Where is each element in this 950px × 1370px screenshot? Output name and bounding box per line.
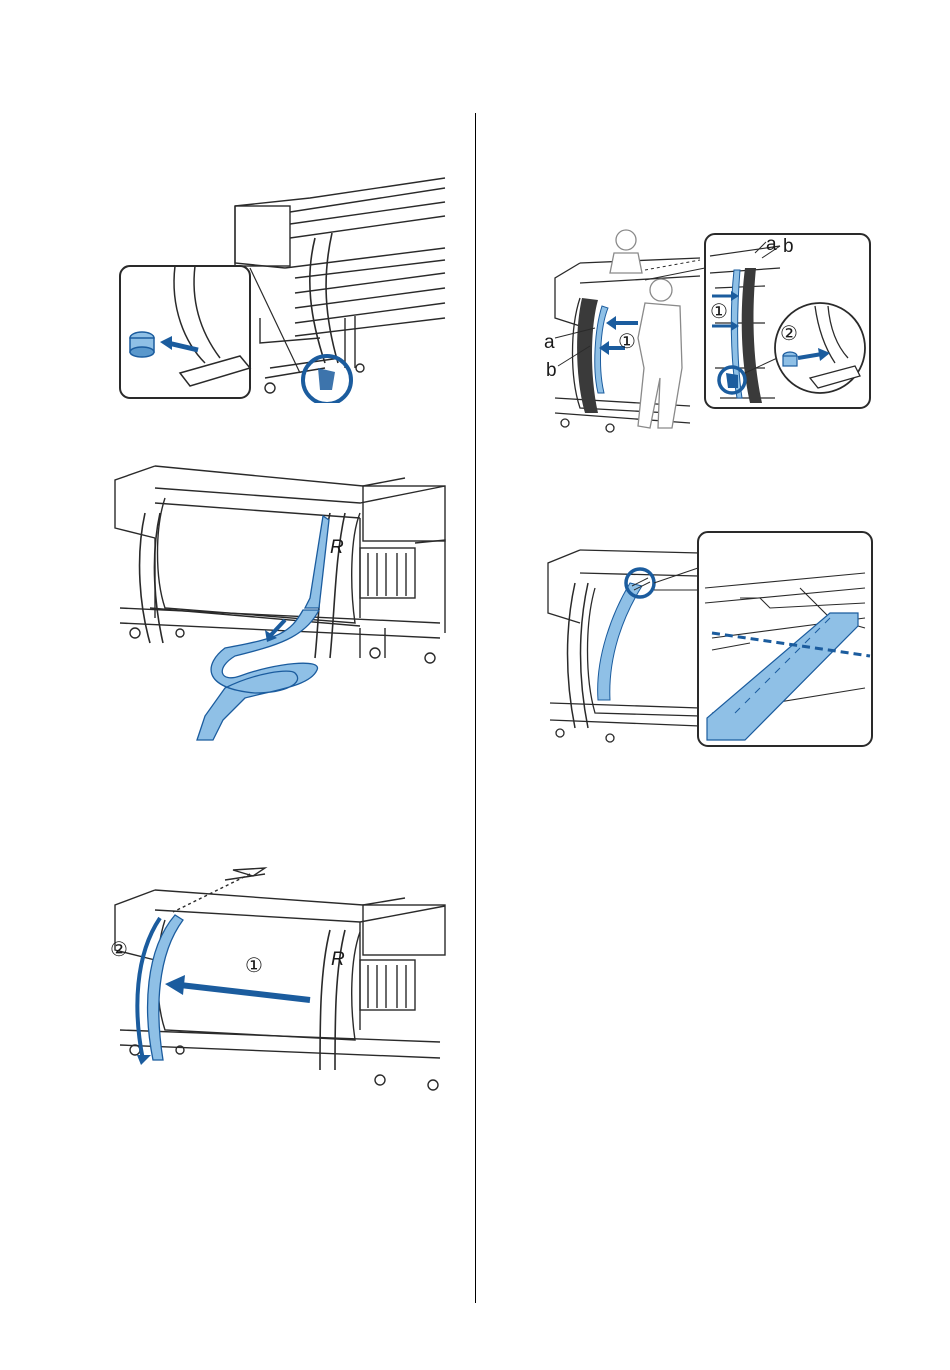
- step-1-marker: ①: [618, 329, 636, 353]
- step-2-inset-marker: ②: [780, 321, 798, 345]
- arrow-down-icon: [137, 1055, 151, 1065]
- step-1-inset-marker: ①: [710, 299, 728, 323]
- side-letter-label: R: [330, 537, 344, 558]
- inset-label-a: a: [766, 234, 777, 255]
- column-divider: [475, 113, 476, 1303]
- inset-label-b: b: [783, 236, 794, 257]
- side-letter-label: R: [331, 949, 345, 970]
- figure-strap-person-callout: ① a b ① a b ②: [540, 228, 875, 440]
- figure-strap-alignment: [540, 528, 875, 750]
- stopper-cup-icon: [130, 332, 154, 357]
- label-b: b: [546, 360, 557, 381]
- label-a: a: [544, 332, 555, 353]
- arrow-left-icon: [165, 975, 185, 995]
- step-2-marker: ②: [110, 937, 128, 961]
- figure-remove-roller-stopper: [110, 168, 450, 403]
- stopper-cup-icon: [783, 352, 797, 366]
- step-1-marker: ①: [245, 953, 263, 977]
- figure-strap-pulled-out: R: [105, 458, 450, 748]
- figure-strap-threading: R ① ②: [105, 860, 450, 1100]
- arrow-left-icon: [606, 316, 616, 330]
